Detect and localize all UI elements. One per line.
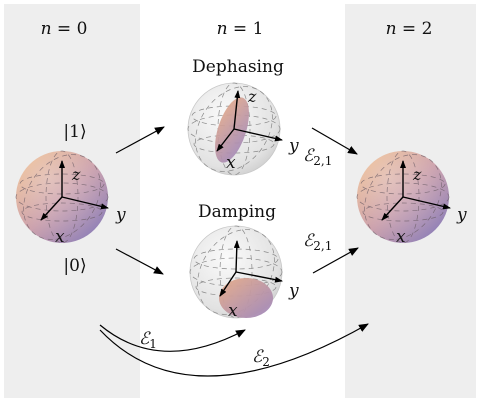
axis-label-y: y xyxy=(288,281,299,301)
damping-title: Damping xyxy=(198,202,276,222)
ket-zero-label: |0⟩ xyxy=(63,256,86,276)
header-n1: n = 1 xyxy=(217,19,264,39)
axis-label-y: y xyxy=(288,136,299,156)
axis-label-x: x xyxy=(396,227,406,247)
axis-label-x: x xyxy=(226,153,236,173)
ket-one-label: |1⟩ xyxy=(63,122,86,142)
axis-label-z: z xyxy=(412,165,422,184)
arrow-e1-curve xyxy=(99,324,246,352)
arrow-dephasing-to-final xyxy=(311,127,358,155)
bloch-sphere-dephasing: z y x xyxy=(187,82,299,176)
header-n2: n = 2 xyxy=(386,19,433,39)
bloch-sphere-final: z y x xyxy=(356,150,467,247)
axis-label-z: z xyxy=(71,165,81,184)
axis-label-y: y xyxy=(115,205,126,225)
map-label-e2: ℰ2 xyxy=(252,347,270,369)
arrow-e2-curve xyxy=(99,323,369,377)
arrow-damping-to-final xyxy=(312,247,359,274)
map-label-e21-top: ℰ2,1 xyxy=(303,146,332,168)
axis-label-y: y xyxy=(456,205,467,225)
bloch-sphere-initial: z y x xyxy=(15,150,126,247)
dephasing-title: Dephasing xyxy=(192,57,284,77)
axis-label-z: z xyxy=(247,87,257,106)
bloch-sphere-damping: y x xyxy=(189,225,299,321)
map-label-e21-bottom: ℰ2,1 xyxy=(303,231,332,253)
header-n0: n = 0 xyxy=(41,19,88,39)
arrow-to-damping xyxy=(115,248,164,275)
axis-label-x: x xyxy=(55,227,65,247)
map-label-e1: ℰ1 xyxy=(139,329,157,351)
axis-label-x: x xyxy=(228,301,238,321)
arrow-to-dephasing xyxy=(115,126,165,154)
